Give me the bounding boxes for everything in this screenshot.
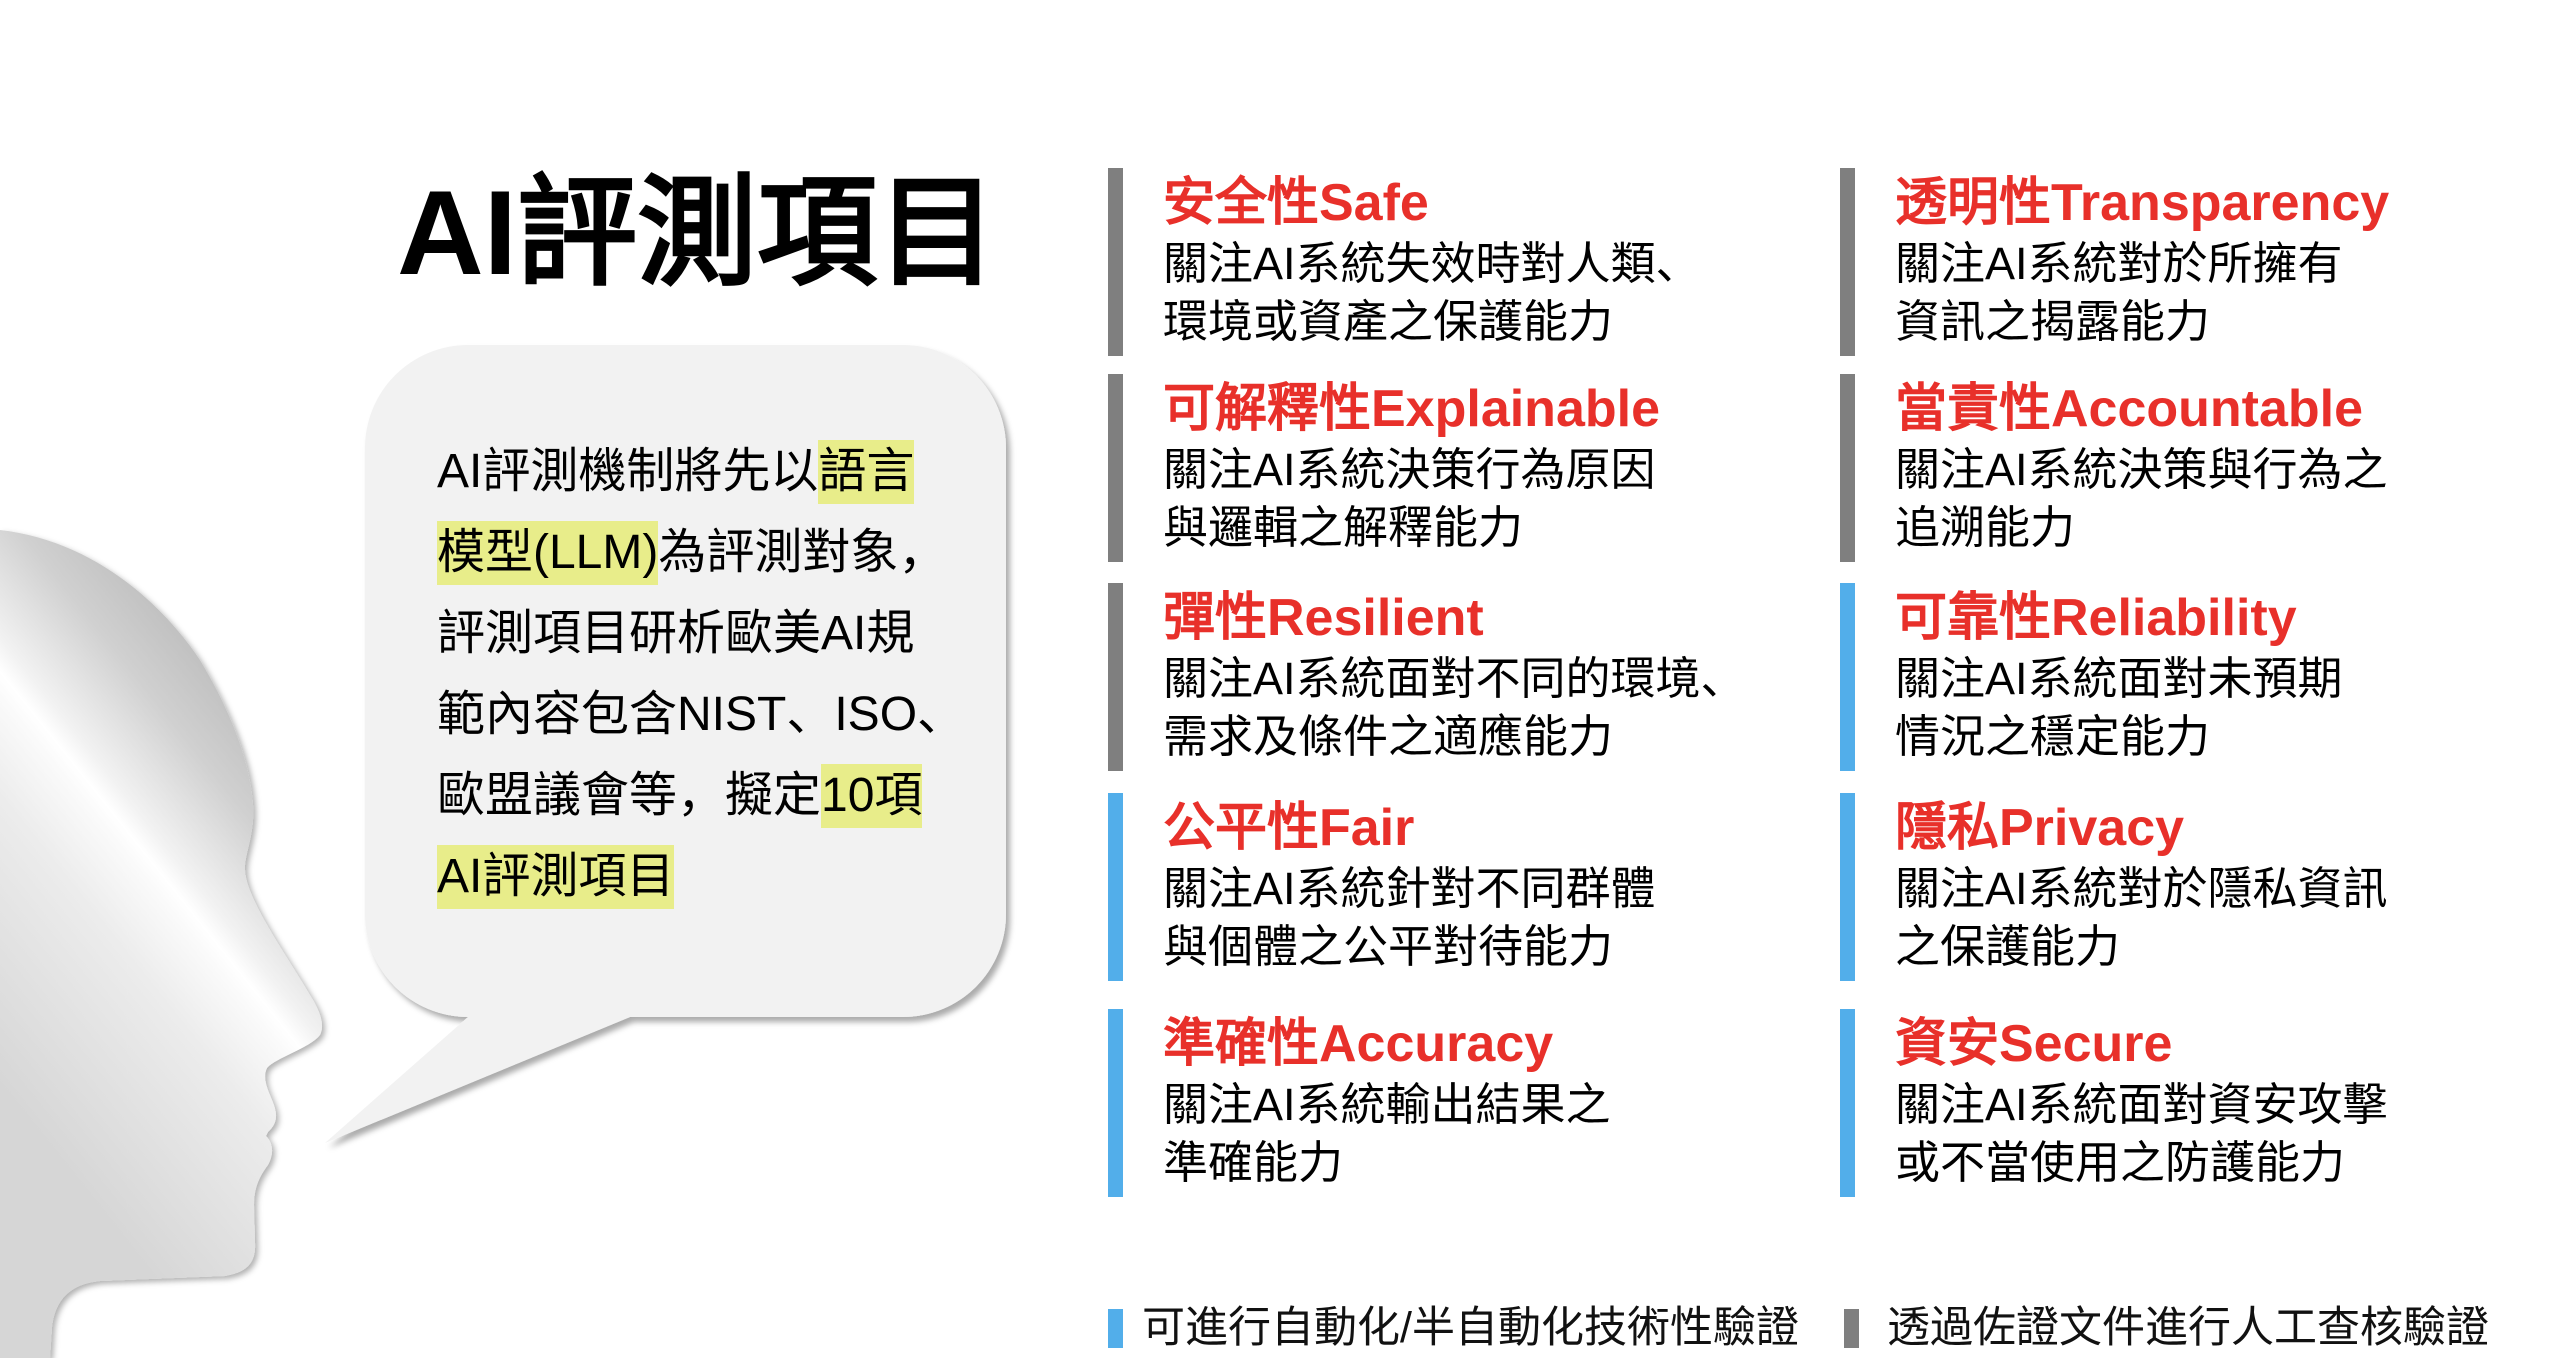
item-heading: 隱私Privacy [1895,799,2185,857]
eval-item-transparency: 透明性Transparency 關注AI系統對於所擁有 資訊之揭露能力 [1840,168,2540,356]
description-line: 關注AI系統面對資安攻擊 [1895,1079,2388,1130]
bubble-text-segment: 歐盟議會等，擬定 [437,769,822,822]
bubble-text-segment: 範內容包含NIST、ISO、 [437,688,966,741]
verification-bar [1108,583,1123,771]
verification-bar [1108,168,1123,356]
description-line: 與邏輯之解釋能力 [1163,502,1524,553]
bubble-line: 歐盟議會等，擬定10項 [437,764,965,845]
verification-bar [1840,1009,1855,1197]
description-line: 關注AI系統針對不同群體 [1163,863,1656,914]
page-title: AI評測項目 [397,166,997,300]
item-description: 關注AI系統面對不同的環境、 需求及條件之適應能力 [1163,650,1746,766]
item-heading: 可解釋性Explainable [1163,380,1660,438]
eval-item-explainable: 可解釋性Explainable 關注AI系統決策行為原因 與邏輯之解釋能力 [1108,374,1808,562]
item-description: 關注AI系統面對未預期 情況之穩定能力 [1895,650,2343,766]
eval-item-resilient: 彈性Resilient 關注AI系統面對不同的環境、 需求及條件之適應能力 [1108,583,1808,771]
item-heading: 資安Secure [1895,1015,2173,1073]
item-heading: 彈性Resilient [1163,589,1484,647]
eval-item-reliability: 可靠性Reliability 關注AI系統面對未預期 情況之穩定能力 [1840,583,2540,771]
description-line: 關注AI系統決策行為原因 [1163,444,1656,495]
description-line: 關注AI系統失效時對人類、 [1163,238,1701,289]
eval-item-privacy: 隱私Privacy 關注AI系統對於隱私資訊 之保護能力 [1840,793,2540,981]
item-description: 關注AI系統輸出結果之 準確能力 [1163,1076,1611,1192]
description-line: 準確能力 [1163,1137,1344,1188]
item-heading: 當責性Accountable [1895,380,2364,438]
highlighted-text: AI評測項目 [437,845,675,909]
verification-bar [1840,793,1855,981]
description-line: 關注AI系統決策與行為之 [1895,444,2388,495]
highlighted-text: 語言 [818,440,915,504]
description-line: 與個體之公平對待能力 [1163,921,1614,972]
description-line: 需求及條件之適應能力 [1163,711,1614,762]
eval-item-accuracy: 準確性Accuracy 關注AI系統輸出結果之 準確能力 [1108,1009,1808,1197]
bubble-text-segment: AI評測機制將先以 [437,445,819,498]
description-line: 情況之穩定能力 [1895,711,2211,762]
item-description: 關注AI系統對於隱私資訊 之保護能力 [1895,860,2388,976]
item-heading: 可靠性Reliability [1895,589,2297,647]
item-description: 關注AI系統對於所擁有 資訊之揭露能力 [1895,235,2343,351]
description-line: 環境或資產之保護能力 [1163,296,1614,347]
item-description: 關注AI系統面對資安攻擊 或不當使用之防護能力 [1895,1076,2388,1192]
description-line: 追溯能力 [1895,502,2076,553]
item-description: 關注AI系統決策與行為之 追溯能力 [1895,441,2388,557]
verification-bar [1840,168,1855,356]
eval-item-safe: 安全性Safe 關注AI系統失效時對人類、 環境或資產之保護能力 [1108,168,1808,356]
description-line: 關注AI系統對於所擁有 [1895,238,2343,289]
legend-swatch [1108,1309,1123,1348]
bubble-text-segment: 評測項目研析歐美AI規 [437,607,915,660]
item-heading: 透明性Transparency [1895,174,2390,232]
verification-bar [1840,583,1855,771]
description-line: 資訊之揭露能力 [1895,296,2211,347]
bubble-line: 範內容包含NIST、ISO、 [437,683,965,764]
item-description: 關注AI系統失效時對人類、 環境或資產之保護能力 [1163,235,1701,351]
eval-item-accountable: 當責性Accountable 關注AI系統決策與行為之 追溯能力 [1840,374,2540,562]
description-line: 或不當使用之防護能力 [1895,1137,2346,1188]
legend-label: 可進行自動化/半自動化技術性驗證 [1142,1304,1799,1352]
verification-bar [1840,374,1855,562]
highlighted-text: 10項 [821,764,923,828]
bubble-line: AI評測項目 [437,845,965,926]
verification-bar [1108,374,1123,562]
highlighted-text: 模型(LLM) [437,521,659,585]
head-silhouette-icon [0,530,323,1358]
bubble-line: 模型(LLM)為評測對象， [437,521,965,602]
description-line: 關注AI系統面對不同的環境、 [1163,653,1746,704]
item-description: 關注AI系統決策行為原因 與邏輯之解釋能力 [1163,441,1656,557]
item-description: 關注AI系統針對不同群體 與個體之公平對待能力 [1163,860,1656,976]
eval-item-fair: 公平性Fair 關注AI系統針對不同群體 與個體之公平對待能力 [1108,793,1808,981]
item-heading: 安全性Safe [1163,174,1429,232]
bubble-text-segment: 為評測對象， [658,526,947,579]
bubble-line: AI評測機制將先以語言 [437,440,965,521]
bubble-line: 評測項目研析歐美AI規 [437,602,965,683]
description-line: 關注AI系統對於隱私資訊 [1895,863,2388,914]
eval-item-secure: 資安Secure 關注AI系統面對資安攻擊 或不當使用之防護能力 [1840,1009,2540,1197]
item-heading: 準確性Accuracy [1163,1015,1554,1073]
legend-label: 透過佐證文件進行人工查核驗證 [1887,1304,2489,1352]
description-line: 之保護能力 [1895,921,2121,972]
description-line: 關注AI系統面對未預期 [1895,653,2343,704]
item-heading: 公平性Fair [1163,799,1415,857]
verification-bar [1108,793,1123,981]
legend-swatch [1844,1309,1859,1348]
description-line: 關注AI系統輸出結果之 [1163,1079,1611,1130]
verification-bar [1108,1009,1123,1197]
bubble-text: AI評測機制將先以語言 模型(LLM)為評測對象， 評測項目研析歐美AI規 範內… [437,440,965,926]
